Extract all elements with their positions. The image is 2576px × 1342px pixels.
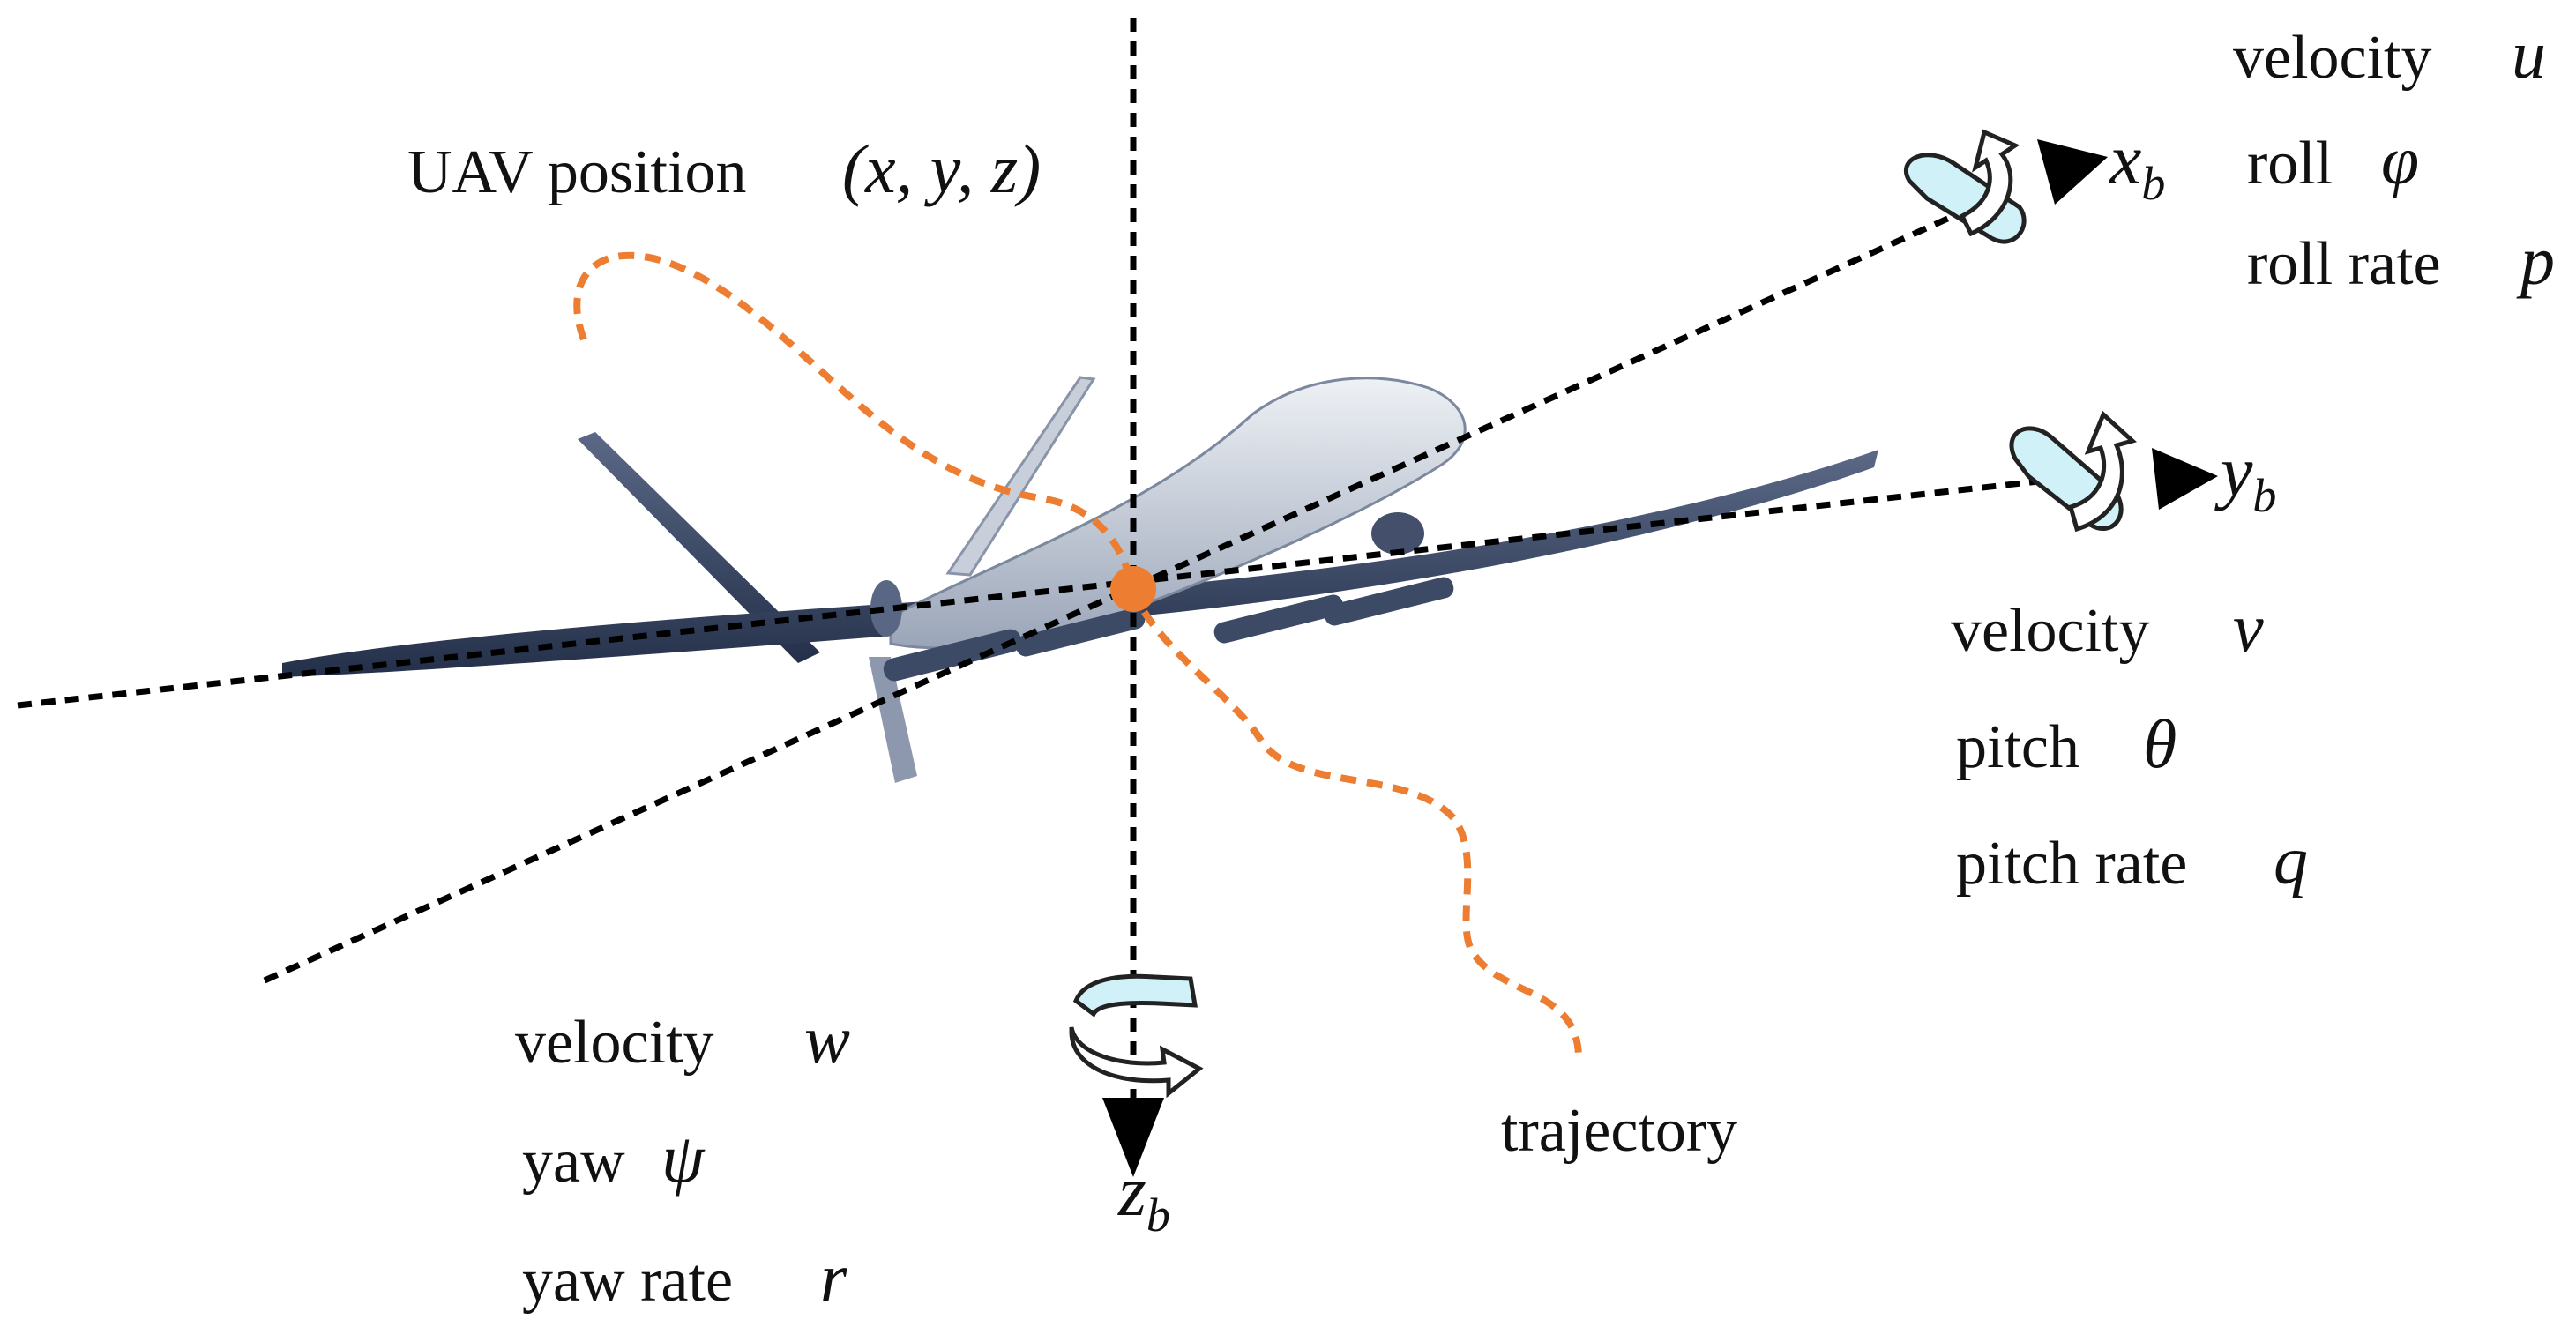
z-axis-states: velocity w yaw ψ yaw rate r: [515, 1001, 850, 1316]
z-axis-letter: z: [1117, 1151, 1146, 1231]
y-axis-states: velocity v pitch θ pitch rate q: [1951, 589, 2308, 898]
z-velocity-label: velocity: [515, 1009, 713, 1077]
uav-tail-fin-left: [578, 432, 820, 663]
y-axis-label: yb: [2214, 431, 2276, 522]
z-axis-arrowhead: [1102, 1098, 1164, 1177]
z-axis-label: zb: [1117, 1151, 1170, 1241]
y-axis-letter: y: [2214, 431, 2253, 511]
uav-missile-1: [883, 629, 1022, 682]
z-axis-subscript: b: [1146, 1189, 1170, 1241]
pitch-symbol: θ: [2143, 705, 2177, 782]
uav-drone-illustration: [282, 376, 1878, 783]
yaw-rate-symbol: r: [820, 1239, 847, 1316]
x-velocity-symbol: u: [2512, 16, 2546, 93]
roll-rate-symbol: p: [2516, 222, 2555, 299]
position-symbol: (x, y, z): [842, 130, 1041, 207]
uav-tail-fin-lower: [869, 657, 917, 783]
uav-missile-4: [1324, 577, 1454, 626]
roll-rate-label: roll rate: [2247, 230, 2441, 298]
yaw-rotation-icon: [1069, 973, 1204, 1099]
uav-sensor-pod: [1371, 512, 1424, 555]
roll-label: roll: [2247, 130, 2333, 198]
y-velocity-label: velocity: [1951, 597, 2149, 665]
pitch-rate-label: pitch rate: [1956, 830, 2187, 898]
y-velocity-symbol: v: [2233, 589, 2264, 666]
x-axis-subscript: b: [2141, 157, 2165, 210]
x-axis-arrowhead: [2037, 139, 2108, 205]
roll-rotation-icon: [1903, 129, 2027, 244]
trajectory-label: trajectory: [1501, 1097, 1737, 1165]
x-axis-states: velocity u roll φ roll rate p: [2233, 16, 2555, 299]
uav-position-marker: [1110, 566, 1156, 612]
yaw-rate-label: yaw rate: [522, 1247, 733, 1315]
uav-propeller-hub: [870, 580, 902, 637]
yaw-symbol: ψ: [661, 1120, 706, 1197]
pitch-rate-symbol: q: [2274, 822, 2308, 898]
y-axis-arrowhead: [2152, 448, 2218, 510]
uav-main-wing: [282, 450, 1878, 677]
y-axis-subscript: b: [2252, 469, 2276, 522]
x-axis-label: xb: [2109, 119, 2165, 210]
roll-symbol: φ: [2381, 122, 2419, 198]
uav-tail-fin-upper: [945, 376, 1096, 577]
x-velocity-label: velocity: [2233, 24, 2431, 92]
z-velocity-symbol: w: [804, 1001, 850, 1077]
uav-missile-2: [1015, 608, 1146, 657]
trajectory-path: [573, 251, 1582, 1059]
position-label: UAV position: [407, 138, 746, 206]
x-axis-letter: x: [2109, 119, 2141, 199]
y-axis-line: [17, 477, 2047, 709]
pitch-rotation-icon: [2009, 410, 2138, 533]
pitch-label: pitch: [1956, 713, 2079, 781]
yaw-label: yaw: [522, 1128, 625, 1196]
uav-missile-3: [1213, 594, 1344, 644]
